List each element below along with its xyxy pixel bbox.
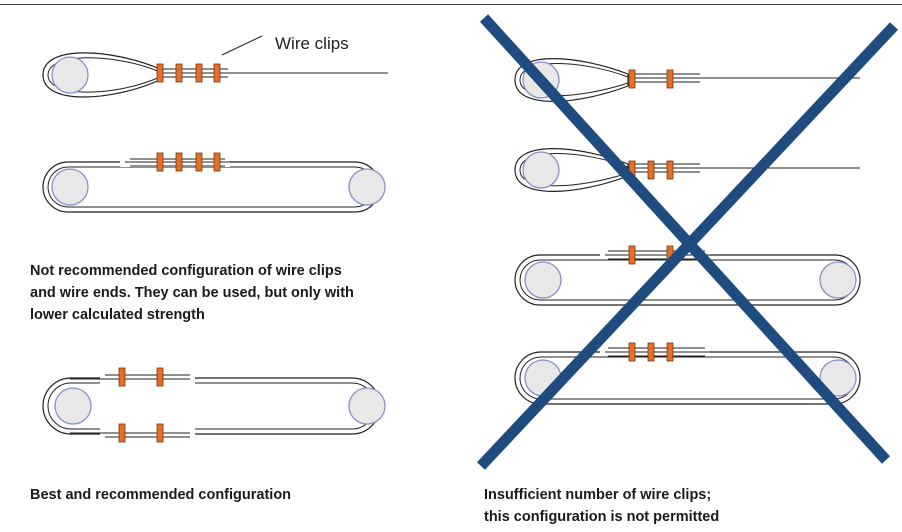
recommended-loop-2x2-clips [42,367,386,443]
wire-clip [666,69,674,89]
caption-insufficient: Insufficient number of wire clips; this … [484,487,720,525]
wire-clip [156,367,164,387]
sheave [54,387,92,425]
wire-clip [195,63,203,83]
wire-clips-label: Wire clips [275,34,349,53]
sheave [819,359,857,397]
caption-not-recommended: Not recommended configuration of wire cl… [30,263,354,323]
sheave [51,168,89,206]
sheave [524,261,562,299]
sheave [819,261,857,299]
top-divider [0,4,902,5]
two-sheave-loop-3-clips [514,342,861,405]
eye-loop-2-clips [514,58,860,102]
eye-loop-4-clips: Wire clips [42,34,388,98]
wire-clip [628,245,636,265]
wire-clip [175,63,183,83]
not-permitted-cross [476,14,899,470]
wire-clip [628,342,636,362]
eye-loop-3-clips [514,148,860,192]
wire-clip [628,69,636,89]
wire-clips-group [156,63,221,83]
thimble-sheave [51,56,89,94]
wire-clip [156,423,164,443]
label-leader-line [221,35,263,56]
two-sheave-loop-4-clips [42,152,386,213]
thimble-sheave [522,151,560,189]
wire-clip [175,152,183,172]
wire-clip [118,367,126,387]
sheave [348,387,386,425]
wire-clip [647,160,655,180]
wire-clip [156,152,164,172]
caption-best-configuration: Best and recommended configuration [30,487,292,503]
two-sheave-loop-2-clips [514,245,861,306]
wire-clip [195,152,203,172]
wire-clip [213,152,221,172]
wire-clip [213,63,221,83]
wire-clip [666,160,674,180]
sheave [348,168,386,206]
wire-clip [118,423,126,443]
wire-clip [666,342,674,362]
wire-clip [156,63,164,83]
wire-clip [647,342,655,362]
